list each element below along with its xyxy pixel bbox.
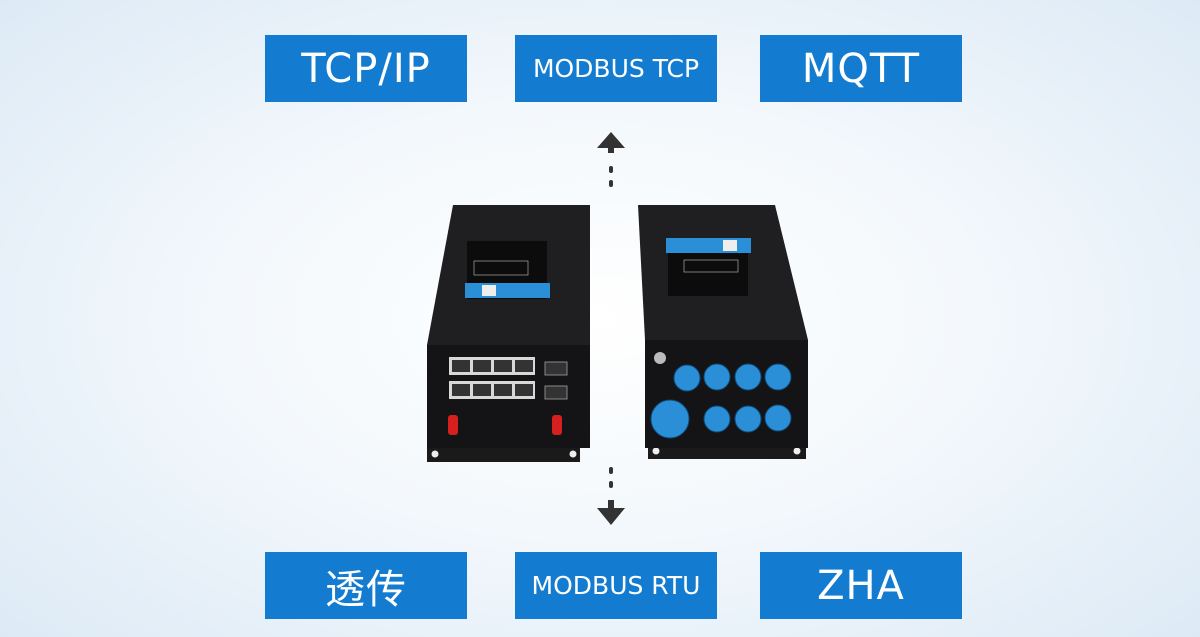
protocol-tag-tcp-ip: TCP/IP — [265, 35, 467, 102]
gateway-device-back — [638, 205, 808, 459]
waterproof-port-cap-icon — [650, 363, 792, 439]
protocol-tag-modbus-tcp: MODBUS TCP — [515, 35, 717, 102]
protocol-tag-transparent: 透传 — [265, 552, 467, 619]
protocol-tag-modbus-rtu: MODBUS RTU — [515, 552, 717, 619]
protocol-tag-zha: ZHA — [760, 552, 962, 619]
gateway-device-front — [427, 205, 590, 462]
protocol-tag-mqtt: MQTT — [760, 35, 962, 102]
up-arrow-icon — [597, 132, 625, 187]
down-arrow-icon — [597, 467, 625, 525]
antenna-connector-icon — [448, 415, 562, 435]
